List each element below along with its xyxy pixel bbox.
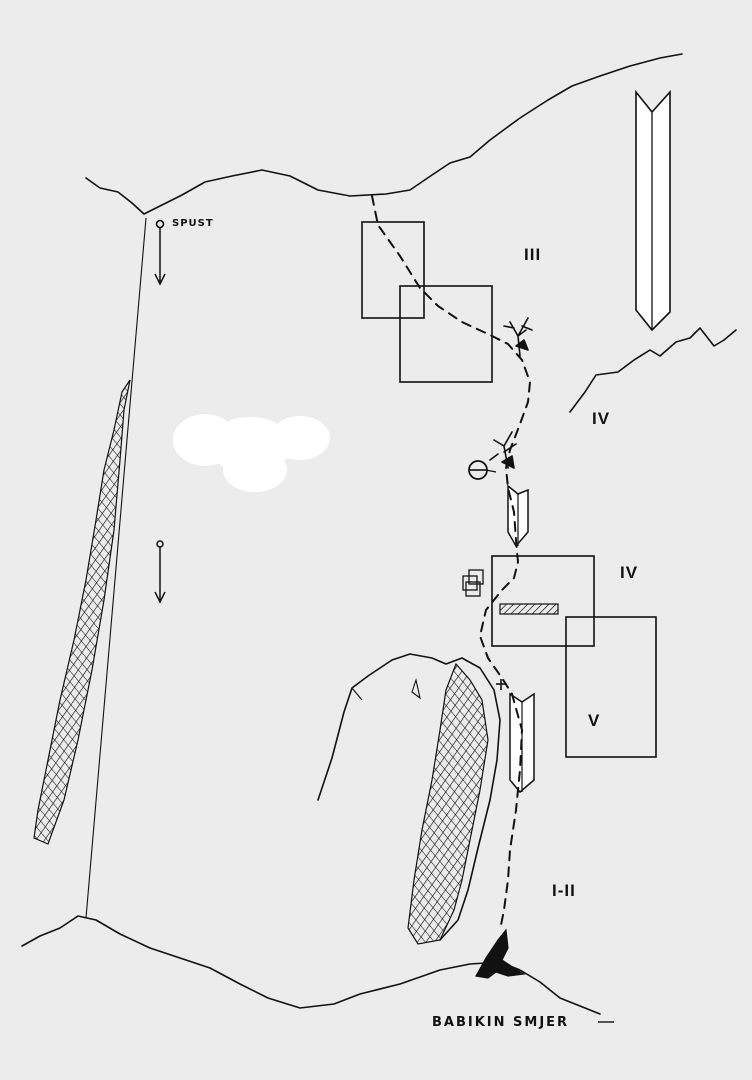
descent-anchor-top bbox=[154, 219, 166, 286]
route-box-slab-upper bbox=[361, 221, 425, 319]
dihedral-symbol-right bbox=[635, 89, 671, 332]
route-box-slab-3 bbox=[399, 285, 493, 383]
descent-label: SPUST bbox=[172, 218, 214, 229]
grade-label-III: III bbox=[524, 245, 541, 264]
top-ridge-line bbox=[85, 53, 683, 215]
descent-anchor-lower bbox=[154, 540, 166, 604]
bolt-cross-symbol bbox=[496, 679, 506, 690]
crag-name-label: BABIKIN SMJER bbox=[432, 1015, 569, 1030]
start-cave bbox=[475, 928, 526, 979]
grade-label-I-II: I-II bbox=[552, 881, 576, 900]
descent-line bbox=[85, 217, 147, 919]
right-ridge-line bbox=[569, 327, 737, 413]
belay-station-symbol bbox=[462, 569, 484, 597]
grade-label-IV-box: IV bbox=[620, 563, 638, 582]
climbing-route-line bbox=[371, 195, 532, 931]
piton-symbol bbox=[468, 460, 497, 480]
route-box-slab-5 bbox=[565, 616, 657, 758]
tree-upper bbox=[503, 317, 533, 357]
dihedral-symbol-mid bbox=[507, 484, 529, 548]
route-box-slab-4 bbox=[491, 555, 595, 647]
grade-label-IV-right: IV bbox=[592, 409, 610, 428]
grade-label-V: V bbox=[588, 711, 600, 730]
base-ground-line bbox=[21, 915, 601, 1015]
cloud-blotch bbox=[173, 414, 330, 492]
tree-mid bbox=[489, 431, 517, 469]
overhang-bar bbox=[499, 603, 559, 615]
